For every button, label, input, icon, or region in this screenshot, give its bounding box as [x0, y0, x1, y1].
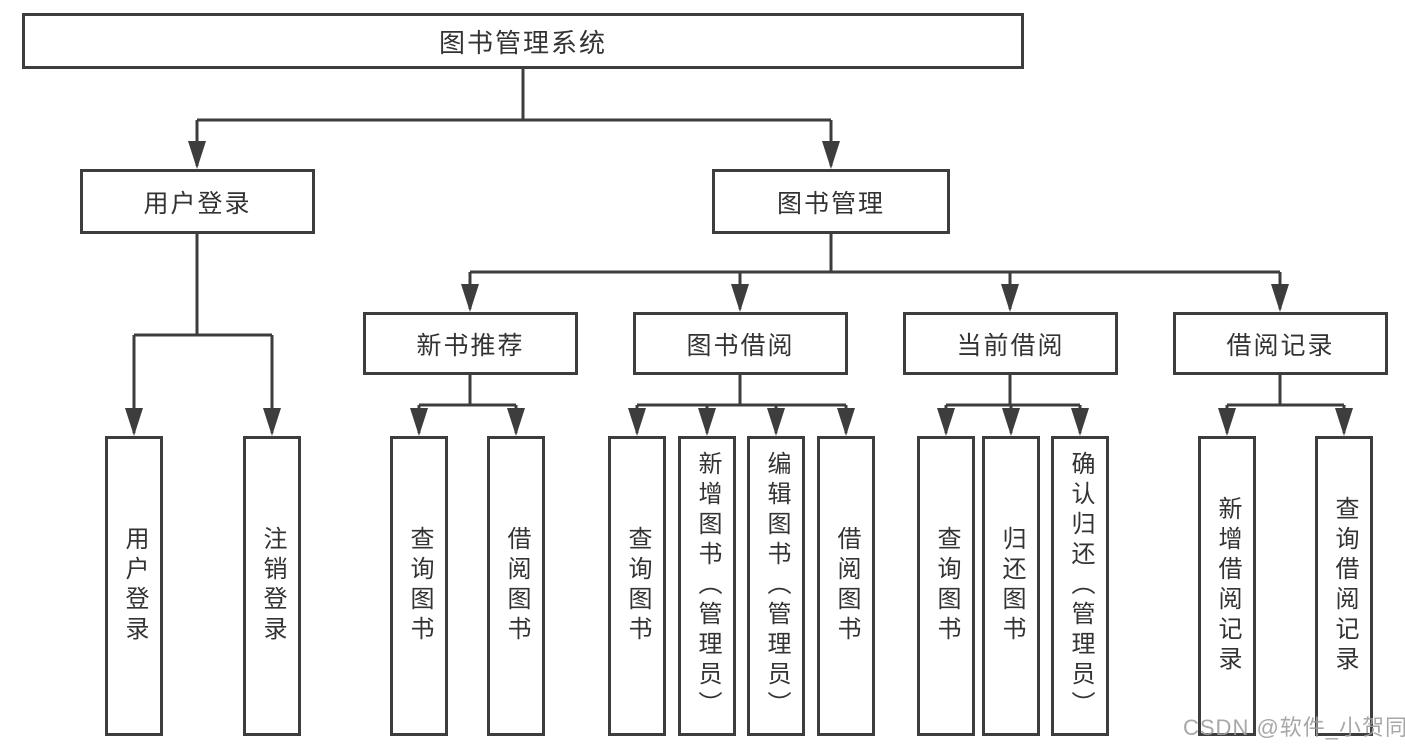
leaf-edit-book-admin: 编辑图书（管理员）: [747, 436, 805, 736]
node-library-system-label: 图书管理系统: [438, 27, 607, 58]
node-book-borrowing-label: 图书借阅: [686, 331, 795, 360]
leaf-logout: 注销登录: [243, 436, 301, 736]
leaf-query-books-current: 查询图书: [917, 436, 975, 736]
node-borrowing-records: 借阅记录: [1173, 312, 1388, 375]
leaf-query-borrow-record-label: 查询借阅记录: [1331, 496, 1358, 676]
leaf-query-borrow-record: 查询借阅记录: [1315, 436, 1373, 736]
connector-paths: [132, 69, 1346, 433]
node-book-management-label: 图书管理: [776, 189, 885, 218]
leaf-return-book: 归还图书: [982, 436, 1040, 736]
leaf-confirm-return-admin: 确认归还（管理员）: [1051, 436, 1109, 736]
leaf-borrow-books-borrowing: 借阅图书: [817, 436, 875, 736]
leaf-logout-label: 注销登录: [259, 526, 286, 646]
node-book-borrowing: 图书借阅: [633, 312, 848, 375]
node-user-login-label: 用户登录: [143, 189, 252, 218]
leaf-add-borrow-record: 新增借阅记录: [1198, 436, 1256, 736]
node-current-borrowing: 当前借阅: [903, 312, 1118, 375]
csdn-watermark: CSDN @软件_小贺同学: [1183, 715, 1405, 740]
leaf-user-login-label: 用户登录: [121, 526, 148, 646]
leaf-return-book-label: 归还图书: [998, 526, 1025, 646]
leaf-query-books-current-label: 查询图书: [933, 526, 960, 646]
node-library-system: 图书管理系统: [22, 13, 1024, 69]
leaf-edit-book-admin-label: 编辑图书（管理员）: [763, 451, 790, 721]
leaf-confirm-return-admin-label: 确认归还（管理员）: [1067, 451, 1094, 721]
leaf-query-books-borrowing: 查询图书: [608, 436, 666, 736]
leaf-add-book-admin-label: 新增图书（管理员）: [694, 451, 721, 721]
node-current-borrowing-label: 当前借阅: [956, 331, 1065, 360]
leaf-borrow-books-borrowing-label: 借阅图书: [833, 526, 860, 646]
leaf-add-borrow-record-label: 新增借阅记录: [1214, 496, 1241, 676]
leaf-query-books-recommendation: 查询图书: [390, 436, 448, 736]
node-user-login: 用户登录: [80, 169, 315, 234]
leaf-borrow-books-recommendation: 借阅图书: [487, 436, 545, 736]
node-borrowing-records-label: 借阅记录: [1226, 331, 1335, 360]
node-book-management: 图书管理: [712, 169, 950, 234]
leaf-query-books-borrowing-label: 查询图书: [624, 526, 651, 646]
node-new-book-recommendation-label: 新书推荐: [416, 331, 525, 360]
leaf-borrow-books-recommendation-label: 借阅图书: [503, 526, 530, 646]
node-new-book-recommendation: 新书推荐: [363, 312, 578, 375]
leaf-add-book-admin: 新增图书（管理员）: [678, 436, 736, 736]
leaf-user-login: 用户登录: [105, 436, 163, 736]
leaf-query-books-recommendation-label: 查询图书: [406, 526, 433, 646]
